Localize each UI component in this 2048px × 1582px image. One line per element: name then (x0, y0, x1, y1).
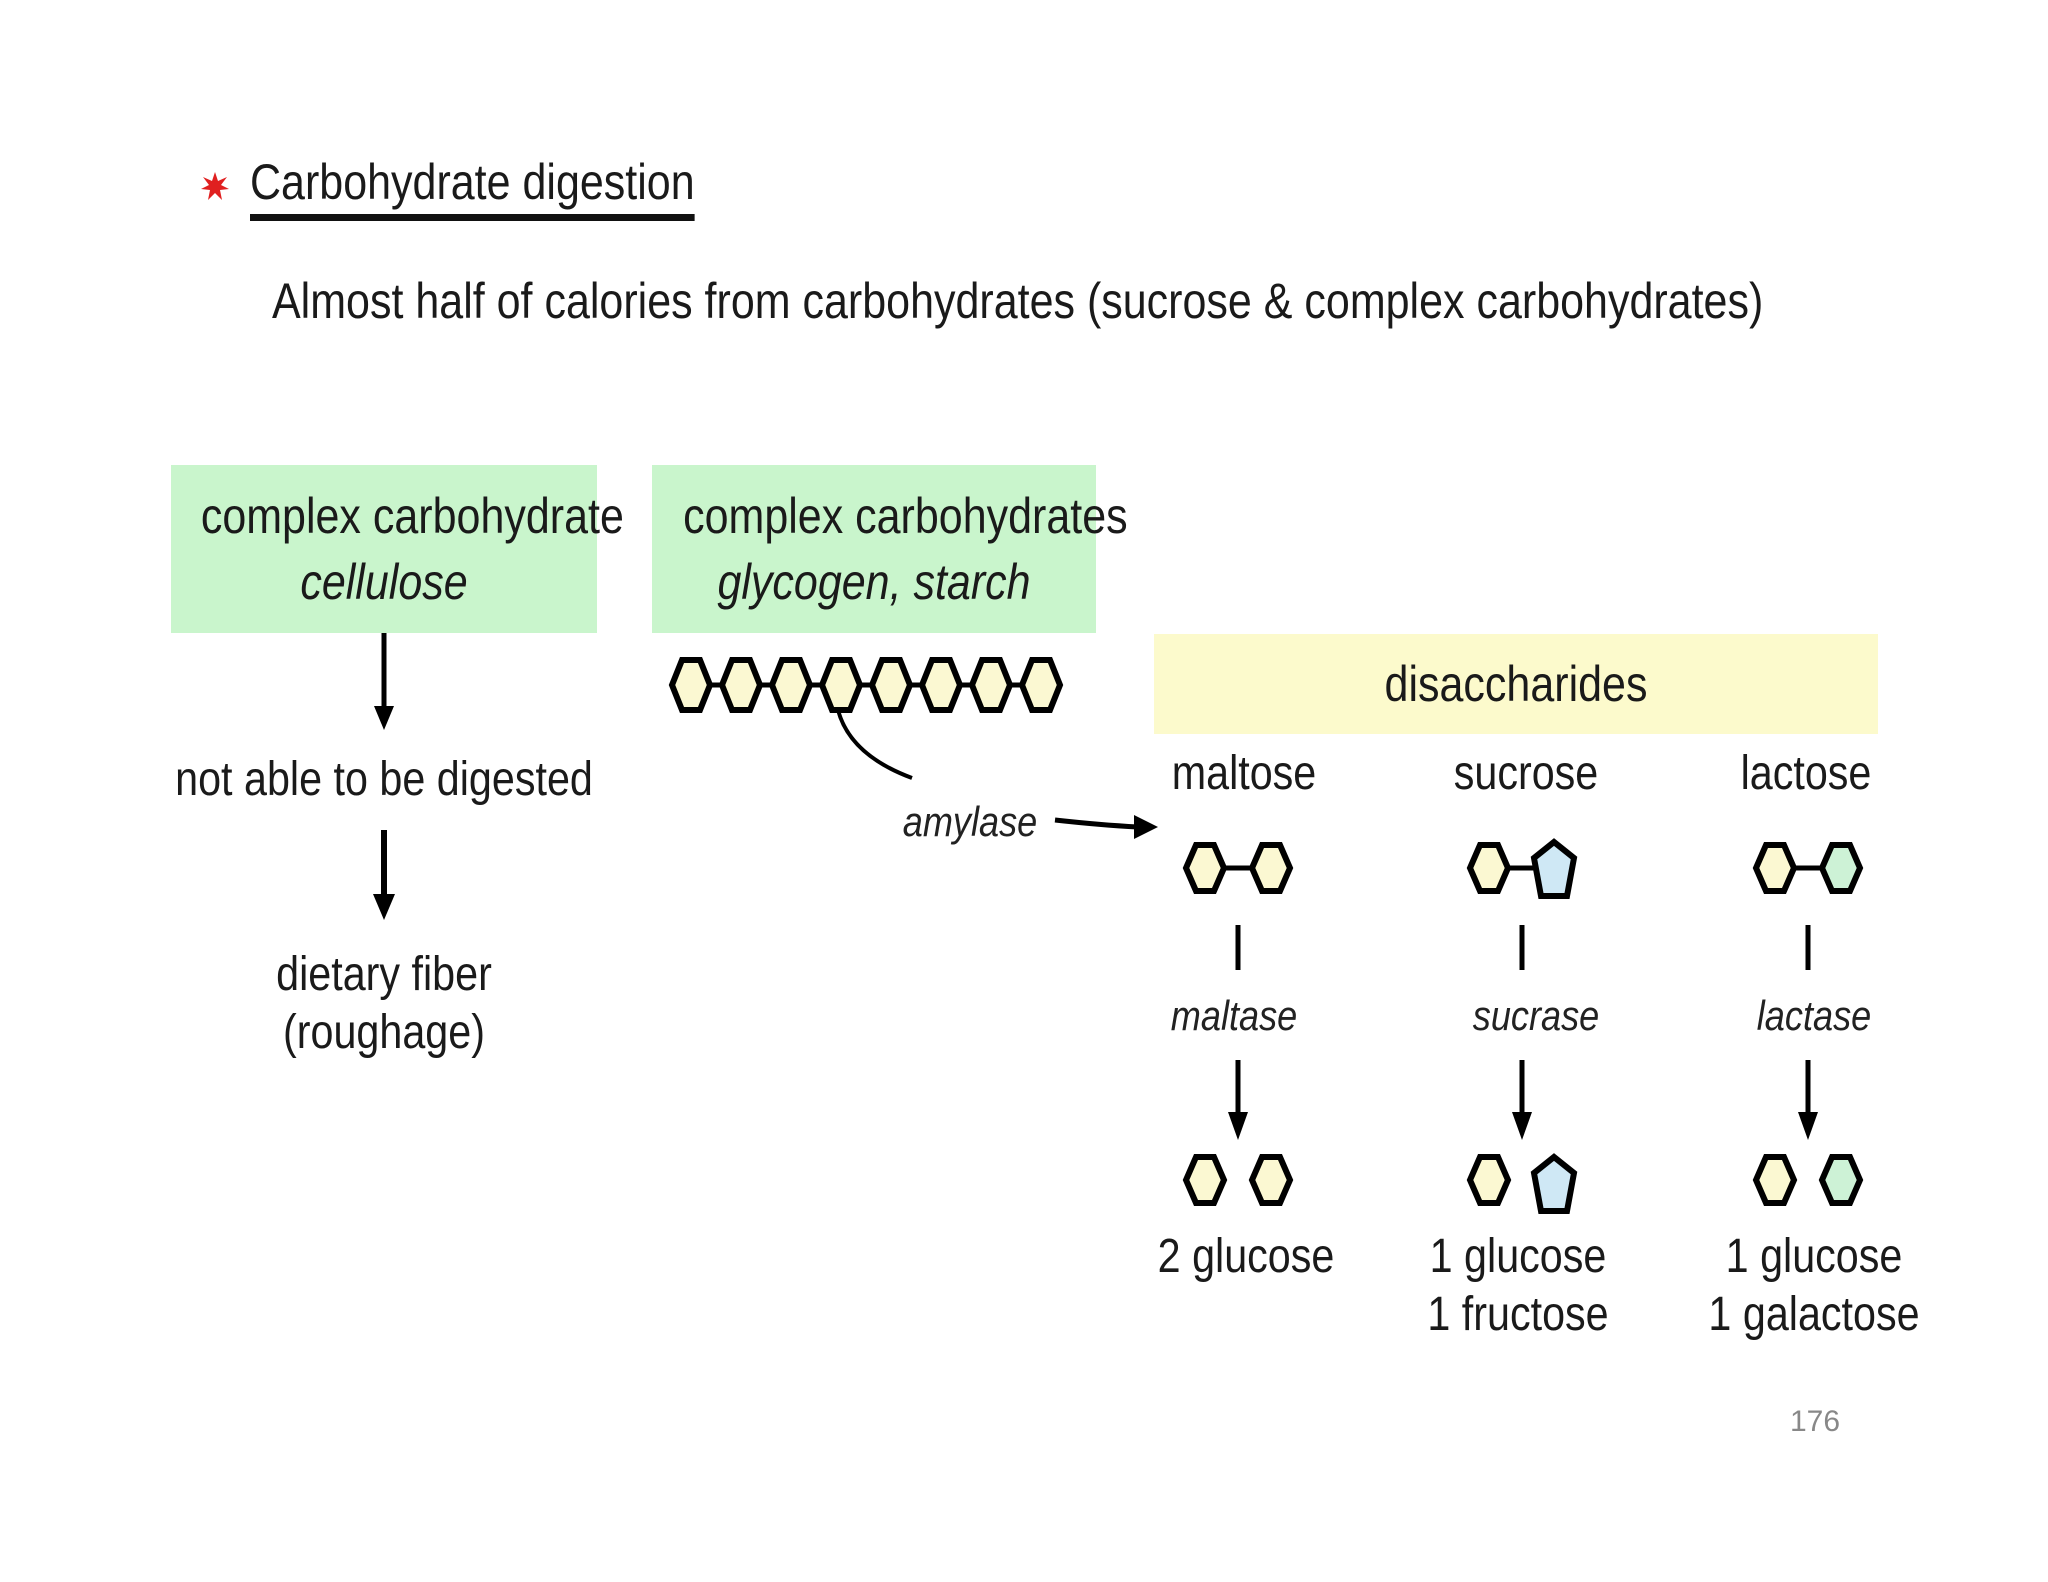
arrow-down-icon (374, 630, 394, 730)
lactose-product-line2: 1 galactose (1708, 1288, 1920, 1341)
arrow-down-icon (1798, 1060, 1818, 1140)
lactase-label: lactase (1756, 992, 1872, 1039)
arrow-down-icon (1228, 1060, 1248, 1140)
disaccharides-header: disaccharides (1154, 634, 1878, 734)
starburst-bullet-icon (201, 171, 229, 200)
page-number: 176 (1790, 1405, 1841, 1438)
dietary-fiber-line2: (roughage) (283, 1006, 485, 1059)
cellulose-box: complex carbohydrate cellulose (171, 465, 624, 633)
arrow-right-icon (1054, 815, 1158, 839)
not-digested-label: not able to be digested (175, 753, 593, 806)
starch-box-line1: complex carbohydrates (683, 488, 1128, 544)
lactose-molecule-icon (1752, 842, 1864, 894)
starch-box-line2: glycogen, starch (717, 554, 1031, 610)
lactose-product-line1: 1 glucose (1725, 1230, 1903, 1283)
starch-chain-icon (668, 657, 1064, 713)
sucrose-product-line1: 1 glucose (1429, 1230, 1607, 1283)
starch-box: complex carbohydrates glycogen, starch (652, 465, 1128, 633)
cellulose-box-line1: complex carbohydrate (200, 488, 624, 544)
sucrose-product-line2: 1 fructose (1427, 1288, 1609, 1341)
dietary-fiber-line1: dietary fiber (276, 948, 492, 1001)
maltose-products: 2 glucose (1158, 1228, 1335, 1286)
lactose-label: lactose (1740, 747, 1872, 800)
slide-subtitle: Almost half of calories from carbohydrat… (272, 273, 1764, 329)
sucrase-label: sucrase (1472, 992, 1600, 1039)
lactose-products: 1 glucose 1 galactose (1708, 1228, 1919, 1344)
amylase-label: amylase (902, 798, 1038, 845)
amylase-cleavage-line (836, 709, 913, 780)
maltase-label: maltase (1170, 992, 1298, 1039)
maltose-label: maltose (1171, 747, 1317, 800)
glucose-glucose-icon (1182, 1154, 1294, 1206)
sucrose-products: 1 glucose 1 fructose (1427, 1228, 1608, 1344)
sucrose-molecule-icon (1466, 838, 1578, 899)
sucrose-label: sucrose (1453, 747, 1599, 800)
maltose-product-line1: 2 glucose (1157, 1230, 1335, 1283)
glucose-fructose-icon (1466, 1153, 1578, 1214)
maltose-molecule-icon (1182, 842, 1294, 894)
glucose-galactose-icon (1752, 1154, 1864, 1206)
dietary-fiber-label: dietary fiber (roughage) (276, 946, 492, 1062)
arrow-down-icon (1512, 1060, 1532, 1140)
cellulose-box-line2: cellulose (300, 554, 468, 610)
disaccharides-header-label: disaccharides (1384, 656, 1648, 712)
title-row: Carbohydrate digestion (200, 150, 767, 221)
arrow-down-icon (373, 830, 395, 920)
slide-title: Carbohydrate digestion (250, 150, 695, 221)
